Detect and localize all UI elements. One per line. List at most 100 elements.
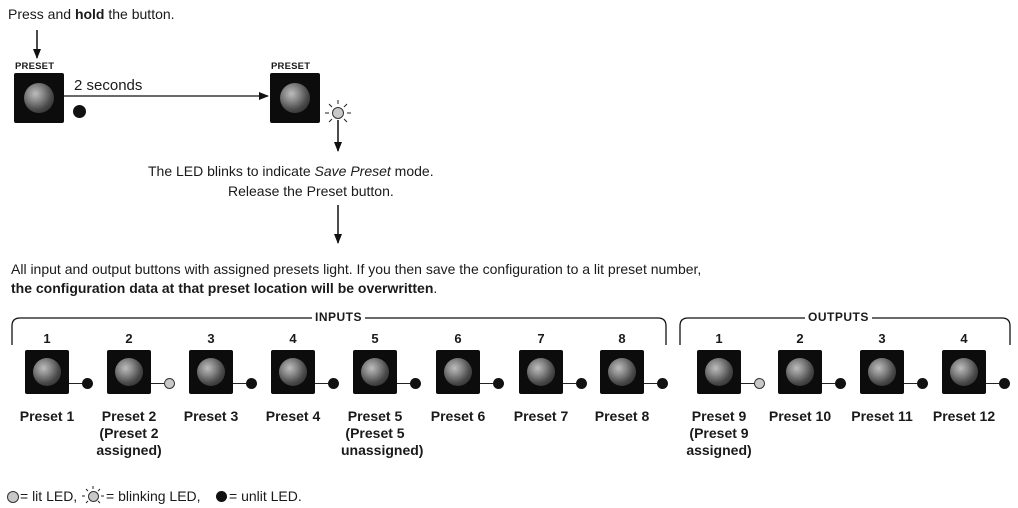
legend-unlit-text: = unlit LED. xyxy=(229,488,302,504)
preset-note: (Preset 9 xyxy=(689,425,749,441)
unlit-led xyxy=(328,378,339,389)
button-dome xyxy=(33,358,61,386)
preset-label: Preset 3 xyxy=(177,408,245,425)
preset-label: Preset 11 xyxy=(848,408,916,425)
preset-name: Preset 4 xyxy=(265,408,321,424)
input-button[interactable] xyxy=(436,350,480,394)
legend-blinking-rays xyxy=(82,486,104,504)
preset-name: Preset 1 xyxy=(19,408,75,424)
input-number: 4 xyxy=(289,331,297,346)
preset-note: (Preset 2 xyxy=(99,425,159,441)
output-number: 1 xyxy=(715,331,723,346)
button-dome xyxy=(705,358,733,386)
release-text: Release the Preset button. xyxy=(228,183,394,199)
output-button[interactable] xyxy=(697,350,741,394)
unlit-led xyxy=(657,378,668,389)
led-connector xyxy=(741,383,754,384)
blink-text-post: mode. xyxy=(390,163,434,179)
preset-name: Preset 5 xyxy=(347,408,403,424)
step1-post: the button. xyxy=(104,6,175,22)
preset-name: Preset 10 xyxy=(768,408,832,424)
button-dome xyxy=(280,83,310,113)
unlit-led xyxy=(246,378,257,389)
button-dome xyxy=(444,358,472,386)
preset-name: Preset 2 xyxy=(101,408,157,424)
blinking-led-rays xyxy=(325,100,351,123)
preset-label: Preset 4 xyxy=(259,408,327,425)
preset-name: Preset 3 xyxy=(183,408,239,424)
unlit-led xyxy=(576,378,587,389)
info-line-2: the configuration data at that preset lo… xyxy=(11,280,437,297)
preset-name: Preset 7 xyxy=(513,408,569,424)
input-number: 1 xyxy=(43,331,51,346)
led-connector xyxy=(822,383,835,384)
preset-note-status: assigned) xyxy=(96,442,162,458)
preset-note-status: unassigned) xyxy=(341,442,424,458)
input-button[interactable] xyxy=(189,350,233,394)
led-connector xyxy=(563,383,576,384)
output-number: 3 xyxy=(878,331,886,346)
output-button[interactable] xyxy=(778,350,822,394)
preset-label-2: PRESET xyxy=(271,61,311,72)
preset-button-press[interactable] xyxy=(14,73,64,123)
input-button[interactable] xyxy=(600,350,644,394)
legend-blinking-led xyxy=(88,491,99,502)
button-dome xyxy=(868,358,896,386)
unlit-led xyxy=(835,378,846,389)
preset-name: Preset 6 xyxy=(430,408,486,424)
step1-instruction: Press and hold the button. xyxy=(8,6,175,23)
input-button[interactable] xyxy=(271,350,315,394)
unlit-led xyxy=(999,378,1010,389)
unlit-led xyxy=(493,378,504,389)
button-dome xyxy=(279,358,307,386)
blink-text: The LED blinks to indicate Save Preset m… xyxy=(148,163,434,180)
button-dome xyxy=(115,358,143,386)
input-number: 5 xyxy=(371,331,379,346)
info-line-2-end: . xyxy=(433,280,438,296)
preset-label: Preset 6 xyxy=(424,408,492,425)
preset-label-1: PRESET xyxy=(15,61,55,72)
button-dome xyxy=(950,358,978,386)
preset-label: Preset 1 xyxy=(13,408,81,425)
info-line-2-bold: the configuration data at that preset lo… xyxy=(11,280,434,296)
preset-button-held[interactable] xyxy=(270,73,320,123)
output-button[interactable] xyxy=(942,350,986,394)
input-number: 3 xyxy=(207,331,215,346)
legend-lit-led xyxy=(7,491,19,503)
led-connector xyxy=(233,383,246,384)
button-dome xyxy=(786,358,814,386)
unlit-led xyxy=(917,378,928,389)
preset-name: Preset 8 xyxy=(594,408,650,424)
led-connector xyxy=(397,383,410,384)
led-connector xyxy=(904,383,917,384)
outputs-label: OUTPUTS xyxy=(805,310,872,324)
legend-blinking-text: = blinking LED, xyxy=(106,488,201,504)
blink-text-pre: The LED blinks to indicate xyxy=(148,163,315,179)
input-button[interactable] xyxy=(107,350,151,394)
lit-led xyxy=(754,378,765,389)
led-connector xyxy=(315,383,328,384)
blinking-led xyxy=(332,107,344,119)
preset-note-status: assigned) xyxy=(686,442,752,458)
input-number: 6 xyxy=(454,331,462,346)
step1-pre: Press and xyxy=(8,6,75,22)
input-button[interactable] xyxy=(353,350,397,394)
output-number: 4 xyxy=(960,331,968,346)
blink-text-italic: Save Preset xyxy=(314,163,391,179)
output-button[interactable] xyxy=(860,350,904,394)
led-connector xyxy=(480,383,493,384)
legend-unlit-led xyxy=(216,491,227,502)
input-button[interactable] xyxy=(25,350,69,394)
led-connector xyxy=(986,383,999,384)
button-dome xyxy=(527,358,555,386)
preset-name: Preset 12 xyxy=(932,408,996,424)
preset-label: Preset 8 xyxy=(588,408,656,425)
input-button[interactable] xyxy=(519,350,563,394)
led-connector xyxy=(69,383,82,384)
led-connector xyxy=(644,383,657,384)
preset-label: Preset 12 xyxy=(930,408,998,425)
unlit-led xyxy=(82,378,93,389)
